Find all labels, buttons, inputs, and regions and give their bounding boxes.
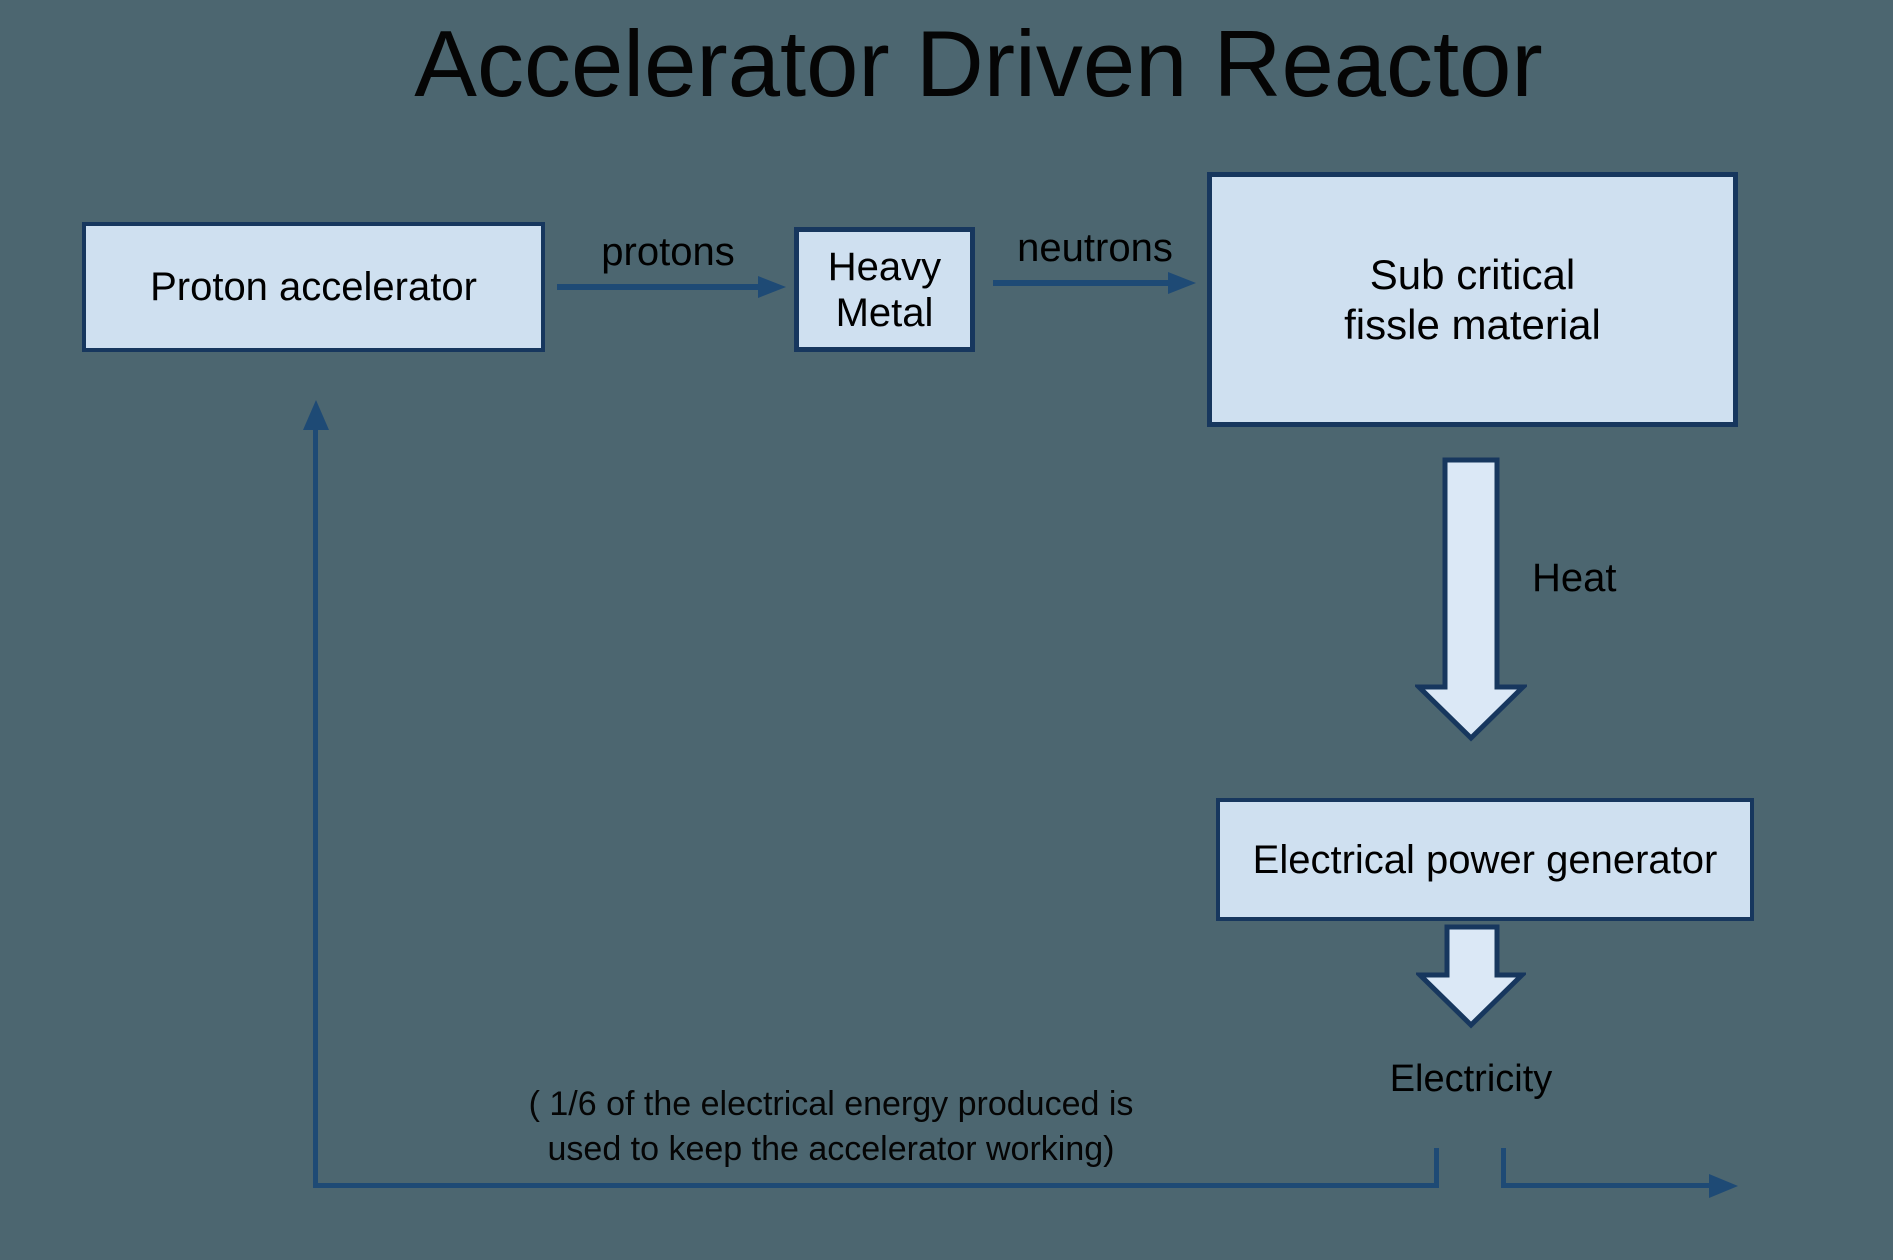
proton-accelerator-box: Proton accelerator [82,222,545,352]
heavy-metal-label-line1: Heavy [827,244,942,289]
electricity-down-arrow-icon [1416,924,1526,1029]
heat-down-arrow-icon [1415,457,1527,742]
sub-critical-label-line1: Sub critical [1369,250,1576,298]
feedback-horizontal-line [313,1183,1439,1188]
feedback-arrow-head-icon [303,400,329,430]
generator-box: Electrical power generator [1216,798,1754,921]
generator-label: Electrical power generator [1252,837,1718,882]
electricity-label: Electricity [1389,1058,1553,1100]
output-split-line [1501,1148,1506,1188]
output-arrow-head-icon [1709,1174,1738,1198]
feedback-vertical-line [313,428,318,1188]
feedback-caption: ( 1/6 of the electrical energy produced … [398,1082,1264,1172]
feedback-split-line [1434,1148,1439,1188]
output-horizontal-line [1501,1183,1711,1188]
neutrons-label: neutrons [1017,226,1173,270]
protons-label: protons [601,230,735,274]
neutrons-arrow-line [993,280,1169,286]
feedback-caption-line1: ( 1/6 of the electrical energy produced … [528,1085,1134,1123]
protons-arrow-line [557,284,761,290]
proton-accelerator-label: Proton accelerator [150,265,477,309]
neutrons-arrow-head-icon [1168,272,1196,294]
heavy-metal-label-line2: Metal [835,290,934,335]
protons-arrow-head-icon [758,276,786,298]
heavy-metal-box: Heavy Metal [794,227,975,352]
diagram-title: Accelerator Driven Reactor [414,11,1543,116]
heat-label: Heat [1532,556,1617,600]
feedback-caption-line2: used to keep the accelerator working) [547,1130,1115,1168]
sub-critical-box: Sub critical fissle material [1207,172,1738,427]
sub-critical-label-line2: fissle material [1344,300,1601,348]
